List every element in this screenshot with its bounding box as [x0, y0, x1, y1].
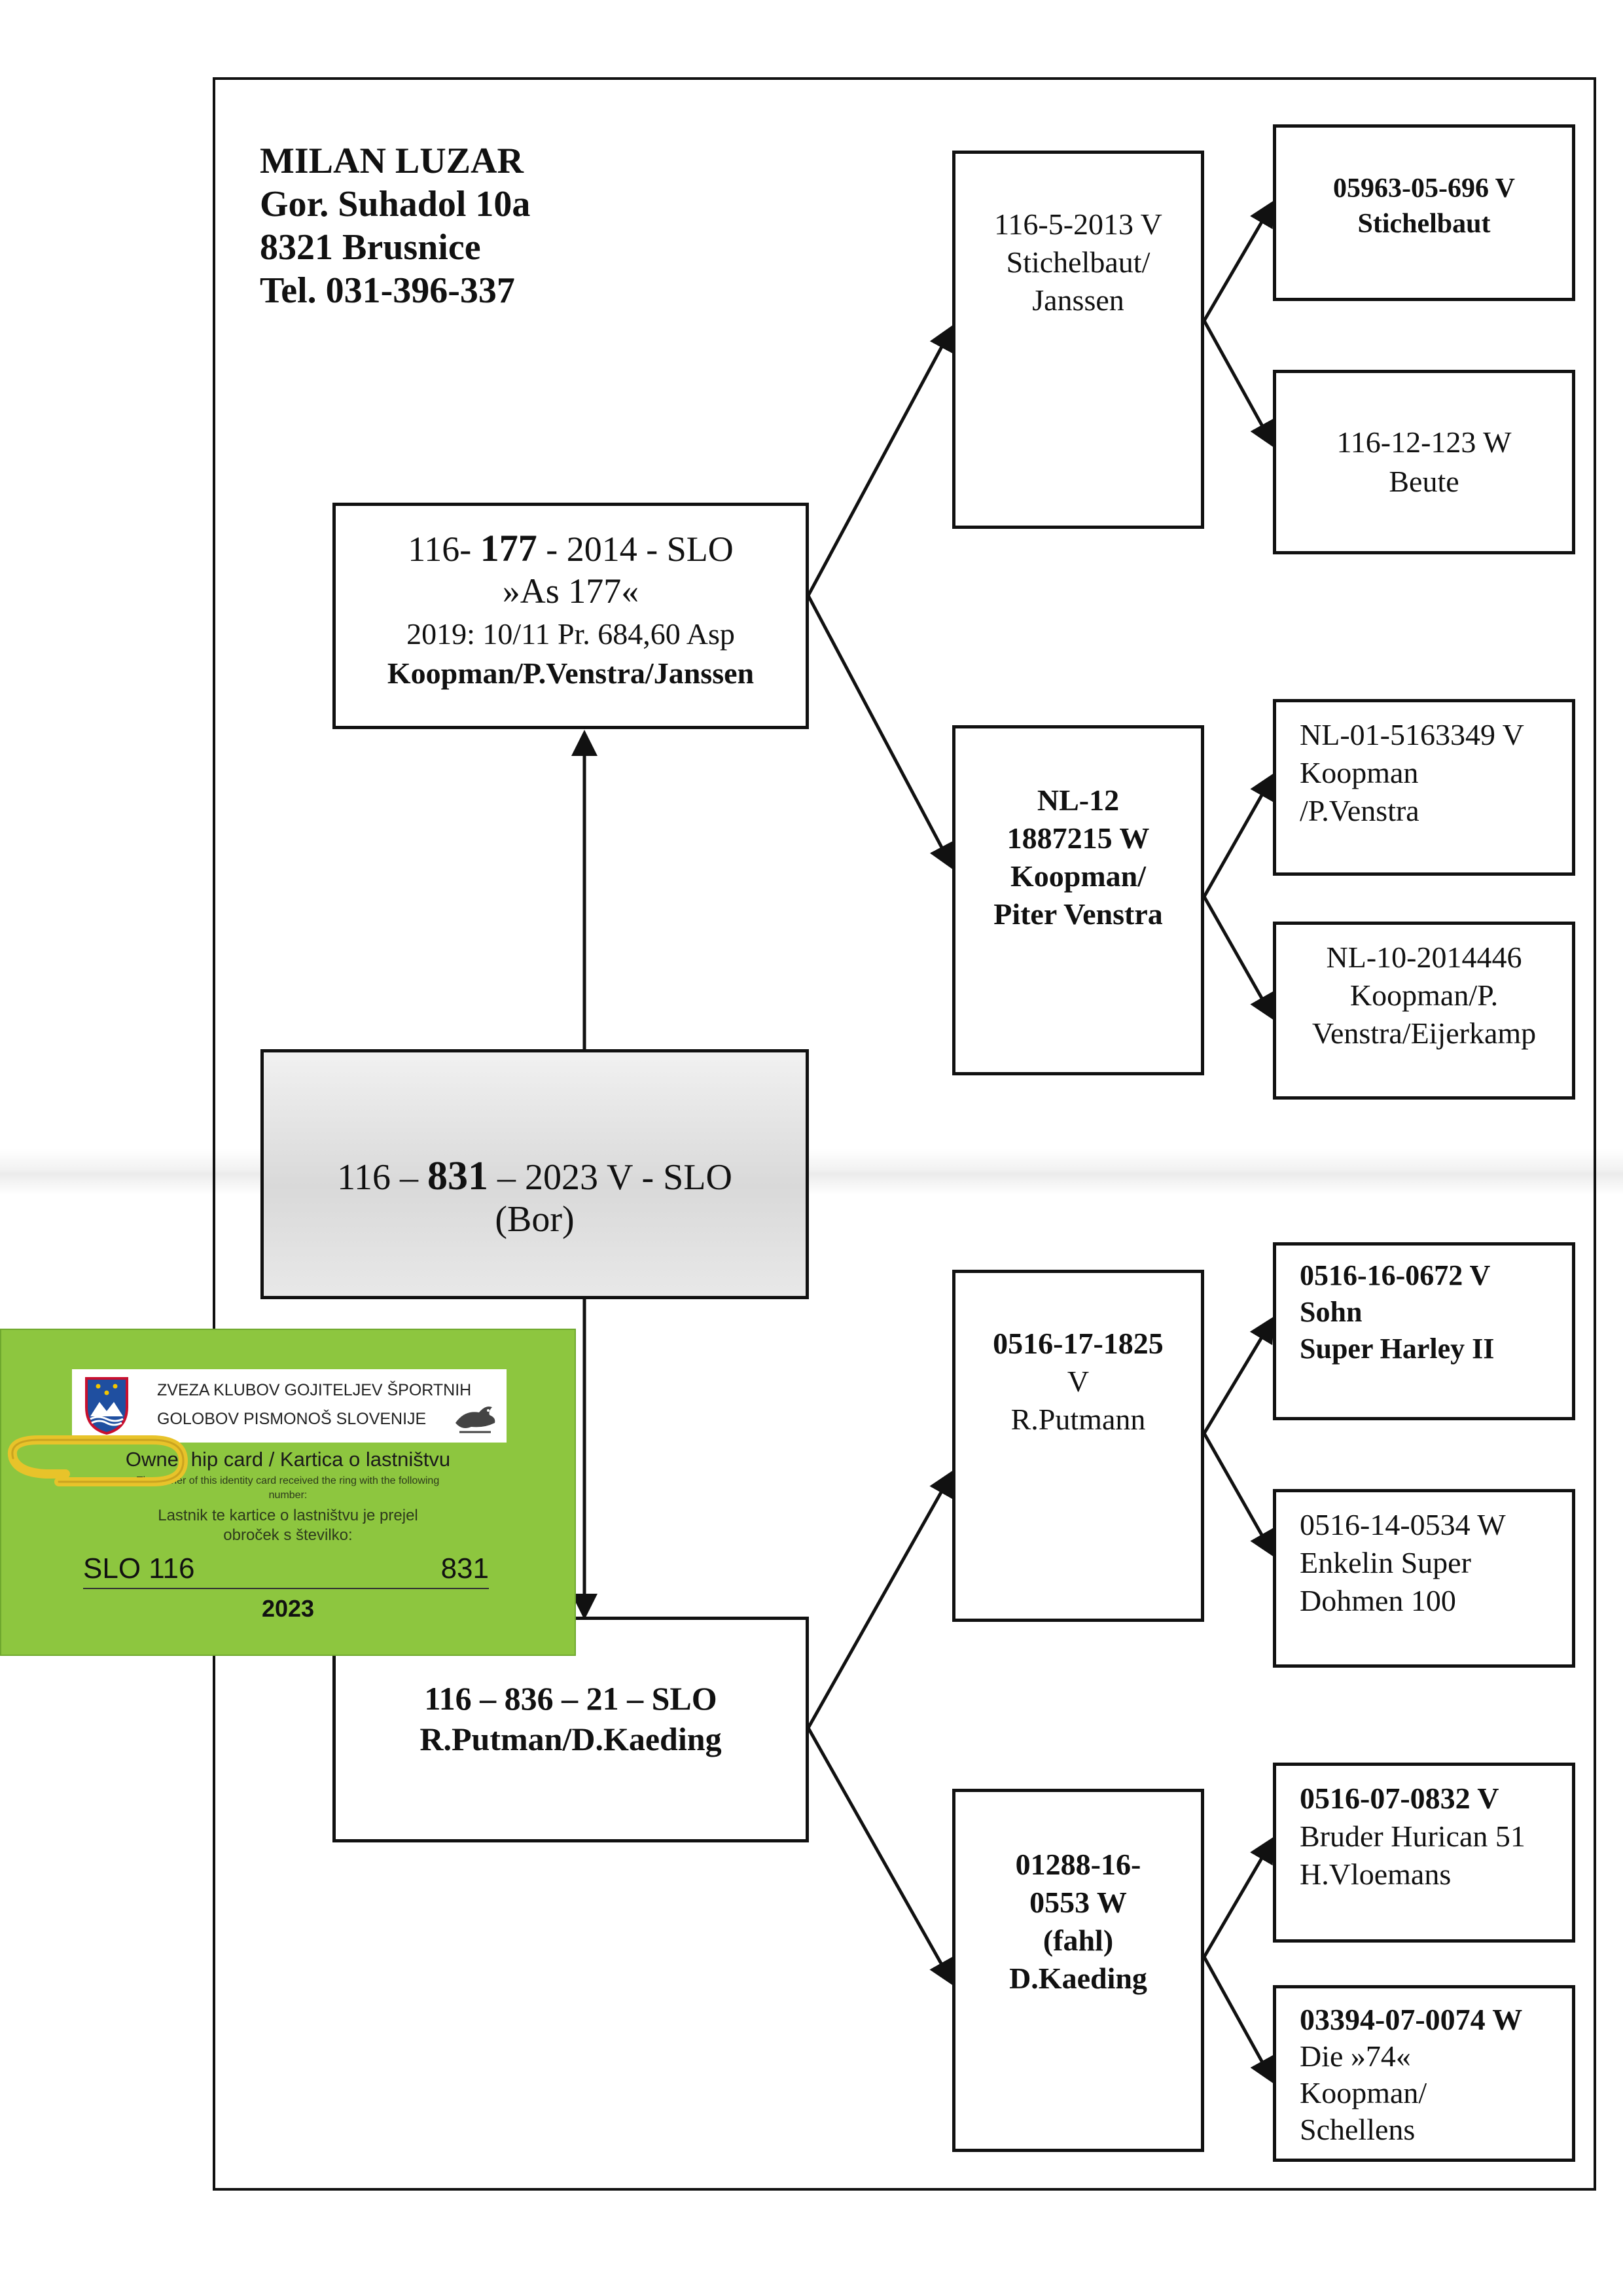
- ssd-box: 116-12-123 W Beute: [1273, 370, 1575, 554]
- line-sd-to-sds: [1202, 772, 1275, 898]
- card-en-text-1: The owner of this identity card received…: [136, 1475, 440, 1486]
- dss-line3: Super Harley II: [1300, 1333, 1495, 1365]
- sss-line1: 05963-05-696 V: [1332, 173, 1516, 204]
- card-ring-number: 831: [440, 1552, 489, 1585]
- card-header: ZVEZA KLUBOV GOJITELJEV ŠPORTNIH GOLOBOV…: [72, 1369, 507, 1443]
- sd-line4: Piter Venstra: [993, 897, 1163, 931]
- line-ds-to-dsd: [1202, 1432, 1275, 1558]
- ssd-line1: 116-12-123 W: [1336, 425, 1512, 459]
- ds-line2: V: [1067, 1365, 1090, 1398]
- line-ss-to-ssd: [1202, 319, 1275, 448]
- ddd-line3: Koopman/: [1300, 2076, 1427, 2109]
- sire-sire-box: 116-5-2013 V Stichelbaut/ Janssen: [952, 151, 1204, 529]
- line-dam-to-ds: [806, 1469, 954, 1729]
- sds-box: NL-01-5163349 V Koopman /P.Venstra: [1273, 699, 1575, 876]
- dam-dam-box: 01288-16- 0553 W (fahl) D.Kaeding: [952, 1789, 1204, 2152]
- dd-line2: 0553 W: [1029, 1886, 1127, 1919]
- line-dd-to-dds: [1202, 1836, 1275, 1958]
- ddd-line2: Die »74«: [1300, 2039, 1411, 2073]
- card-sl-text-2: obroček s številko:: [223, 1526, 353, 1544]
- sire-name: »As 177«: [502, 571, 639, 611]
- sds-line3: /P.Venstra: [1300, 794, 1419, 827]
- pedigree-frame: [213, 77, 1596, 2191]
- dam-breeder: R.Putman/D.Kaeding: [419, 1721, 722, 1757]
- sd-line1: NL-12: [1037, 783, 1120, 817]
- pigeon-icon: [455, 1407, 495, 1433]
- subject-box: 116 – 831 – 2023 V - SLO (Bor): [260, 1049, 809, 1299]
- dsd-line3: Dohmen 100: [1300, 1584, 1456, 1617]
- dss-line2: Sohn: [1300, 1296, 1363, 1328]
- ddd-line1: 03394-07-0074 W: [1300, 2003, 1523, 2036]
- sire-result: 2019: 10/11 Pr. 684,60 Asp: [406, 617, 735, 651]
- sds-line1: NL-01-5163349 V: [1300, 718, 1524, 751]
- sss-box: 05963-05-696 V Stichelbaut: [1273, 124, 1575, 301]
- dd-line3: (fahl): [1043, 1924, 1114, 1957]
- ddd-box: 03394-07-0074 W Die »74« Koopman/ Schell…: [1273, 1985, 1575, 2162]
- dam-sire-box: 0516-17-1825 V R.Putmann: [952, 1270, 1204, 1622]
- owner-address: MILAN LUZAR Gor. Suhadol 10a 8321 Brusni…: [260, 139, 530, 312]
- ds-line1: 0516-17-1825: [993, 1327, 1164, 1360]
- ds-line3: R.Putmann: [1010, 1403, 1146, 1436]
- ss-line1: 116-5-2013 V: [994, 207, 1162, 241]
- dsd-line2: Enkelin Super: [1300, 1546, 1471, 1579]
- card-sl-text-1: Lastnik te kartice o lastništvu je preje…: [158, 1507, 418, 1524]
- slovenia-coat-of-arms-icon: [85, 1377, 128, 1435]
- dds-line1: 0516-07-0832 V: [1300, 1782, 1499, 1815]
- dd-line1: 01288-16-: [1015, 1848, 1141, 1881]
- ownership-card: ZVEZA KLUBOV GOJITELJEV ŠPORTNIH GOLOBOV…: [0, 1329, 576, 1656]
- line-ss-to-sss: [1202, 200, 1275, 322]
- card-org-line2: GOLOBOV PISMONOŠ SLOVENIJE: [157, 1410, 427, 1428]
- dds-box: 0516-07-0832 V Bruder Hurican 51 H.Vloem…: [1273, 1763, 1575, 1943]
- card-en-text-2: number:: [268, 1490, 308, 1501]
- dds-line2: Bruder Hurican 51: [1300, 1820, 1525, 1853]
- ss-line2: Stichelbaut/: [1006, 245, 1150, 279]
- owner-city: 8321 Brusnice: [260, 227, 481, 268]
- dam-ring: 116 – 836 – 21 – SLO: [424, 1680, 717, 1717]
- sd-line3: Koopman/: [1010, 859, 1147, 893]
- owner-name: MILAN LUZAR: [260, 141, 524, 181]
- card-ring-number-row: SLO 116 831: [83, 1552, 489, 1589]
- ss-line3: Janssen: [1032, 283, 1124, 317]
- dd-line4: D.Kaeding: [1009, 1962, 1147, 1995]
- dsd-line1: 0516-14-0534 W: [1300, 1508, 1506, 1541]
- sire-ring: 116- 177 - 2014 - SLO: [408, 527, 734, 569]
- line-dam-to-dd: [806, 1727, 954, 1986]
- sire-breeder: Koopman/P.Venstra/Janssen: [387, 656, 755, 690]
- line-sd-to-sdd: [1202, 895, 1275, 1021]
- sdd-box: NL-10-2014446 Koopman/P. Venstra/Eijerka…: [1273, 922, 1575, 1100]
- sds-line2: Koopman: [1300, 756, 1419, 789]
- ssd-line2: Beute: [1389, 465, 1459, 498]
- dss-line1: 0516-16-0672 V: [1300, 1259, 1491, 1291]
- owner-phone: Tel. 031-396-337: [260, 270, 515, 311]
- sdd-line2: Koopman/P.: [1349, 978, 1499, 1012]
- owner-street: Gor. Suhadol 10a: [260, 184, 531, 224]
- sss-line2: Stichelbaut: [1357, 209, 1491, 239]
- card-ring-prefix: SLO 116: [83, 1552, 195, 1585]
- dsd-box: 0516-14-0534 W Enkelin Super Dohmen 100: [1273, 1489, 1575, 1668]
- sire-dam-box: NL-12 1887215 W Koopman/ Piter Venstra: [952, 725, 1204, 1075]
- ddd-line4: Schellens: [1300, 2113, 1416, 2146]
- line-sire-to-ss: [806, 324, 954, 597]
- sdd-line1: NL-10-2014446: [1326, 941, 1522, 974]
- card-org-line1: ZVEZA KLUBOV GOJITELJEV ŠPORTNIH: [157, 1381, 472, 1399]
- sd-line2: 1887215 W: [1007, 821, 1150, 855]
- sire-box: 116- 177 - 2014 - SLO »As 177« 2019: 10/…: [332, 503, 809, 729]
- line-dd-to-ddd: [1202, 1956, 1275, 2085]
- sdd-line3: Venstra/Eijerkamp: [1311, 1016, 1537, 1050]
- dds-line3: H.Vloemans: [1300, 1857, 1452, 1891]
- subject-name: (Bor): [495, 1199, 575, 1240]
- subject-ring: 116 – 831 – 2023 V - SLO: [337, 1154, 732, 1198]
- line-sire-to-sd: [806, 594, 954, 870]
- line-ds-to-dss: [1202, 1316, 1275, 1435]
- card-year: 2023: [261, 1595, 315, 1622]
- paper-clip-icon: [7, 1435, 188, 1486]
- dss-box: 0516-16-0672 V Sohn Super Harley II: [1273, 1242, 1575, 1420]
